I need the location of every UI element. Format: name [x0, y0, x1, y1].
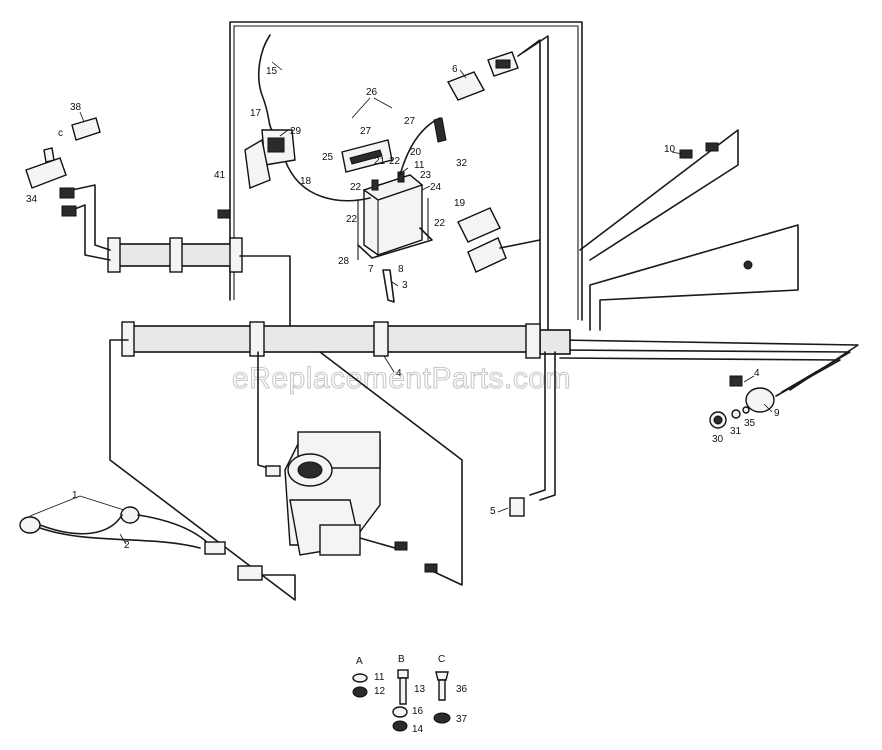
label-36: 36: [456, 684, 468, 695]
label-22a: 22: [389, 156, 401, 167]
label-6: 6: [452, 64, 458, 75]
label-hdr-a: A: [356, 656, 363, 667]
seat-switch: [341, 139, 393, 173]
label-20: 20: [410, 147, 422, 158]
label-35: 35: [744, 418, 756, 429]
label-hdr-b: B: [398, 654, 405, 665]
solenoid: [244, 129, 296, 189]
label-30: 30: [712, 434, 724, 445]
upper-left-harness: [71, 184, 291, 327]
label-13: 13: [414, 684, 426, 695]
label-31: 31: [730, 426, 742, 437]
label-29: 29: [290, 126, 302, 137]
label-22d: 22: [434, 218, 446, 229]
label-26: 26: [366, 87, 378, 98]
label-17: 17: [250, 108, 262, 119]
key-switch: [25, 147, 77, 217]
label-22b: 22: [350, 182, 362, 193]
label-15: 15: [266, 66, 278, 77]
label-3: 3: [402, 280, 408, 291]
small-terminals: [217, 117, 753, 517]
label-7: 7: [368, 264, 374, 275]
spark-plug-leads: [19, 506, 263, 581]
watermark: eReplacementParts.com: [232, 362, 571, 395]
pto-switch: [709, 375, 775, 429]
label-38: 38: [70, 102, 82, 113]
label-14: 14: [412, 724, 424, 735]
label-27b: 27: [404, 116, 416, 127]
label-16: 16: [412, 706, 424, 717]
label-2: 2: [124, 540, 130, 551]
label-32: 32: [456, 158, 468, 169]
engine: [265, 431, 438, 573]
rectifier: [446, 51, 519, 101]
part-labels: 15 26 6 38 17 29 27 27 c 25 21 22 20 11 …: [26, 64, 780, 735]
label-37: 37: [456, 714, 468, 725]
label-22c: 22: [346, 214, 358, 225]
ignition-module: [457, 207, 541, 273]
label-hdr-c: C: [438, 654, 445, 665]
label-19: 19: [454, 198, 466, 209]
label-1: 1: [72, 490, 78, 501]
label-34: 34: [26, 194, 38, 205]
label-18: 18: [300, 176, 312, 187]
main-harness: [121, 321, 571, 359]
battery-cables: [257, 34, 441, 303]
label-11b: 11: [374, 672, 385, 683]
right-wire-bundle: [517, 35, 859, 397]
label-8: 8: [398, 264, 404, 275]
hardware-legend: [352, 669, 451, 732]
clip-38: [71, 117, 101, 141]
label-27a: 27: [360, 126, 372, 137]
battery: [357, 171, 433, 260]
label-23: 23: [420, 170, 432, 181]
label-4b: 4: [754, 368, 760, 379]
label-28: 28: [338, 256, 350, 267]
label-21: 21: [374, 156, 386, 167]
label-c: c: [58, 128, 63, 139]
label-5: 5: [490, 506, 496, 517]
top-loop-wire: [229, 21, 583, 321]
leader-lines: [29, 61, 773, 545]
label-9: 9: [774, 408, 780, 419]
label-12: 12: [374, 686, 386, 697]
label-24: 24: [430, 182, 442, 193]
label-11a: 11: [414, 160, 425, 171]
label-10: 10: [664, 144, 676, 155]
label-25: 25: [322, 152, 334, 163]
label-41: 41: [214, 170, 226, 181]
label-4a: 4: [396, 368, 402, 379]
